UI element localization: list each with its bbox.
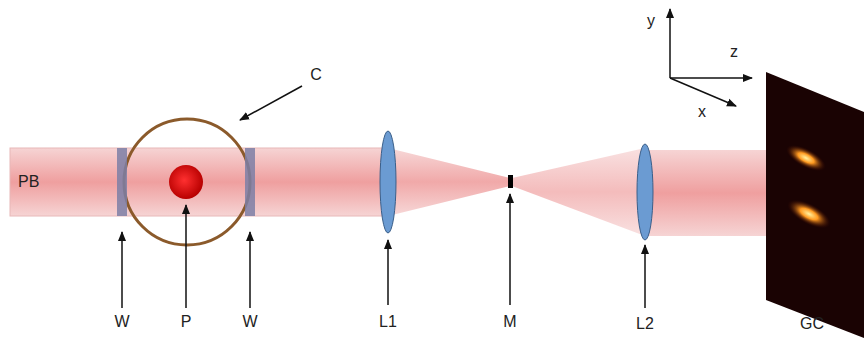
lens (380, 131, 396, 233)
part-label: z (730, 43, 738, 61)
window (245, 148, 255, 216)
probe-beam (10, 148, 388, 216)
part-label: x (698, 103, 706, 121)
lens (637, 144, 653, 240)
part-label: C (310, 66, 322, 84)
image-spot (783, 194, 835, 234)
leader-arrows (122, 86, 645, 308)
focused-beam (388, 148, 510, 216)
camera-screen (766, 72, 864, 338)
axes (670, 9, 752, 106)
diverging-beam (512, 148, 645, 236)
particle (169, 165, 203, 199)
part-label: GC (800, 315, 824, 333)
part-label: L2 (636, 315, 654, 333)
part-label: PB (18, 173, 39, 191)
cell (124, 119, 250, 245)
part-label: W (242, 313, 257, 331)
mask (508, 175, 513, 188)
collimated-beam (645, 150, 770, 236)
part-label: W (114, 313, 129, 331)
image-spot (782, 140, 829, 177)
part-label: P (181, 313, 192, 331)
part-label: M (503, 313, 516, 331)
window (117, 148, 127, 216)
part-label: y (647, 12, 655, 30)
part-label: L1 (379, 313, 397, 331)
